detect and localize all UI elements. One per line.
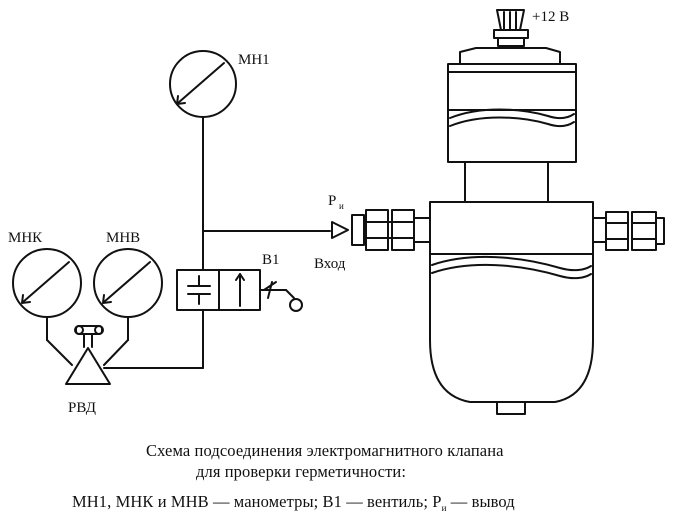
- gauge-mnk: [12, 248, 82, 318]
- label-mn1: МН1: [238, 52, 270, 68]
- caption-line-1: Схема подсоединения электромагнитного кл…: [146, 441, 504, 460]
- label-p-subscript: и: [339, 201, 344, 211]
- gauge-mn1: [169, 50, 237, 118]
- label-p-symbol: Р: [328, 193, 336, 209]
- solenoid-valve-body: [429, 9, 594, 415]
- caption-line-3-subscript: и: [442, 503, 447, 513]
- caption-line-2: для проверки герметичности:: [196, 462, 406, 481]
- inlet-arrow: [331, 221, 349, 239]
- inlet-fitting: [351, 209, 431, 251]
- gauge-mnv: [93, 248, 163, 318]
- label-rvd: РВД: [68, 400, 96, 416]
- caption-line-3: МН1, МНК и МНВ — манометры; В1 — вентиль…: [72, 492, 515, 513]
- valve-v1: [176, 269, 303, 312]
- caption-line-3-part-b: — вывод: [447, 492, 516, 511]
- label-v1: В1: [262, 252, 280, 268]
- pipe-lines: [46, 116, 331, 369]
- pressure-regulator-rvd: [65, 325, 111, 385]
- label-mnk: МНК: [8, 230, 43, 246]
- caption-line-3-part-a: МН1, МНК и МНВ — манометры; В1 — вентиль…: [72, 492, 442, 511]
- label-mnv: МНВ: [106, 230, 140, 246]
- label-power-supply: +12 В: [532, 9, 569, 25]
- label-inlet: Вход: [314, 256, 346, 272]
- outlet-fitting: [592, 211, 665, 251]
